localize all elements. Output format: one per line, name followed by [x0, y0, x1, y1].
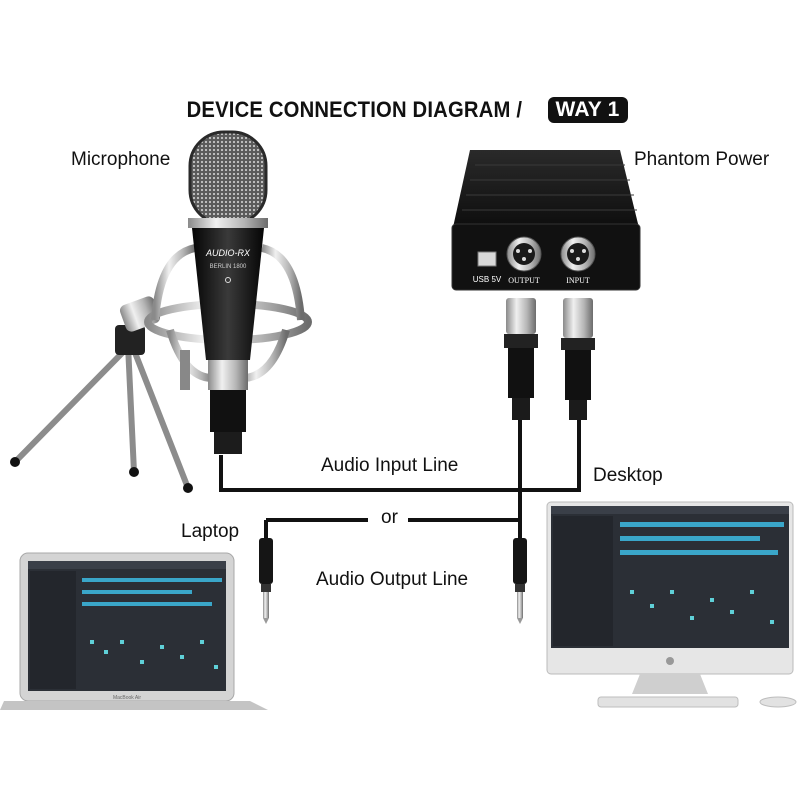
title-badge: WAY 1 — [547, 97, 628, 124]
or-label: or — [381, 507, 398, 528]
audio-input-line-label: Audio Input Line — [321, 455, 459, 476]
phantom-power-illustration: USB 5V OUTPUT INPUT — [451, 150, 641, 291]
diagram-title: DEVICE CONNECTION DIAGRAM / WAY 1 — [0, 96, 800, 124]
microphone-illustration: AUDIO-RX BERLIN 1800 — [10, 130, 312, 493]
laptop-audio-jack — [259, 538, 273, 624]
desktop-audio-jack — [513, 538, 527, 624]
desktop-label: Desktop — [593, 465, 663, 486]
laptop-label: Laptop — [181, 521, 240, 542]
mic-grille — [188, 130, 268, 226]
connection-lines — [219, 420, 581, 538]
tripod-stand — [12, 342, 191, 491]
mic-to-phantom-line — [219, 420, 581, 492]
pp-usb-label: USB 5V — [473, 275, 502, 284]
mic-model-text: BERLIN 1800 — [210, 264, 247, 270]
pp-input-label: INPUT — [566, 276, 590, 285]
keyboard — [597, 696, 739, 708]
mouse — [759, 696, 797, 708]
desktop-illustration — [546, 501, 797, 708]
laptop-model-text: MacBook Air — [113, 695, 141, 701]
xlr-male-connector — [561, 298, 595, 420]
microphone-label: Microphone — [71, 149, 171, 170]
audio-output-line-label: Audio Output Line — [316, 569, 469, 590]
pp-output-label: OUTPUT — [508, 276, 540, 285]
mic-brand-text: AUDIO-RX — [205, 248, 251, 258]
phantom-power-label: Phantom Power — [634, 149, 770, 170]
xlr-female-connector — [504, 298, 538, 420]
laptop-illustration: MacBook Air — [0, 552, 268, 710]
title-main: DEVICE CONNECTION DIAGRAM / — [187, 97, 523, 123]
mic-body — [192, 228, 264, 360]
